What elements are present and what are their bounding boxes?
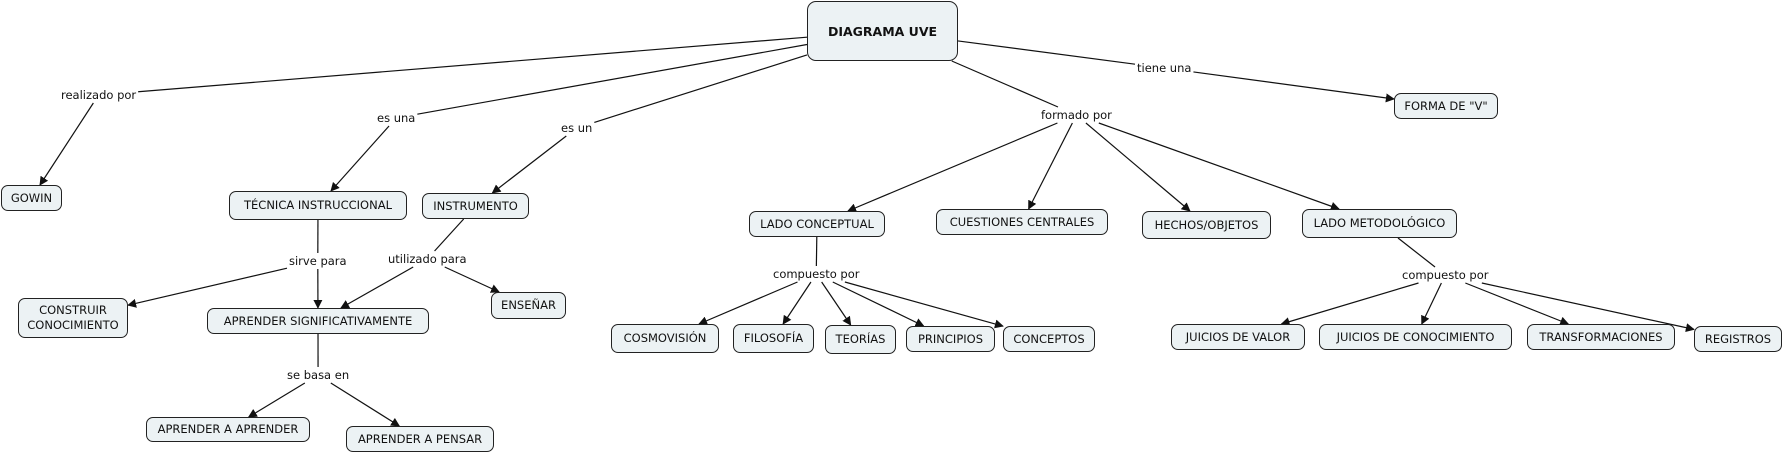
concept-forma-de-v[interactable]: FORMA DE "V" — [1394, 93, 1498, 119]
concept-principios[interactable]: PRINCIPIOS — [906, 326, 995, 352]
link-realizado-por[interactable]: realizado por — [60, 88, 138, 102]
concept-gowin[interactable]: GOWIN — [1, 185, 62, 211]
concept-lado-conceptual[interactable]: LADO CONCEPTUAL — [749, 211, 885, 237]
concept-instrumento[interactable]: INSTRUMENTO — [422, 193, 529, 219]
connector-compuesto_por_2-juicios_conocimiento — [1421, 282, 1442, 325]
link-utilizado-para[interactable]: utilizado para — [387, 252, 468, 266]
concept-juicios-de-conocimiento[interactable]: JUICIOS DE CONOCIMIENTO — [1319, 324, 1512, 350]
connector-sirve_para-construir — [127, 267, 288, 308]
link-compuesto-por-conceptual[interactable]: compuesto por — [772, 267, 861, 281]
link-se-basa-en[interactable]: se basa en — [286, 368, 351, 382]
connector-compuesto_por_1-filosofia — [782, 281, 812, 325]
connector-es_un-instrumento — [491, 135, 567, 194]
concept-tecnica-instruccional[interactable]: TÉCNICA INSTRUCCIONAL — [229, 191, 407, 220]
connector-tiene_una-forma_v — [1193, 71, 1395, 103]
link-es-un[interactable]: es un — [560, 121, 594, 135]
connector-utilizado_para-aprender_sig — [340, 266, 414, 309]
concept-registros[interactable]: REGISTROS — [1694, 326, 1782, 352]
concept-construir-conocimiento[interactable]: CONSTRUIR CONOCIMIENTO — [18, 298, 128, 338]
concept-transformaciones[interactable]: TRANSFORMACIONES — [1527, 324, 1675, 350]
connector-root-formado_por — [951, 60, 1059, 108]
concept-teorias[interactable]: TEORÍAS — [825, 325, 896, 354]
connector-root-es_un — [594, 54, 808, 123]
concept-aprender-a-pensar[interactable]: APRENDER A PENSAR — [346, 426, 494, 452]
connector-compuesto_por_1-cosmovision — [698, 281, 798, 325]
connector-instrumento-utilizado_para — [434, 218, 465, 252]
connector-compuesto_por_2-juicios_valor — [1280, 282, 1419, 326]
connector-formado_por-hechos — [1085, 122, 1191, 212]
connector-compuesto_por_2-registros — [1481, 282, 1695, 333]
concept-aprender-a-aprender[interactable]: APRENDER A APRENDER — [146, 417, 310, 442]
connector-realizado_por-gowin — [39, 102, 94, 186]
concept-filosofia[interactable]: FILOSOFÍA — [733, 324, 814, 353]
connector-formado_por-cuestiones — [1028, 122, 1073, 210]
connector-root-realizado_por — [138, 36, 808, 93]
link-tiene-una[interactable]: tiene una — [1136, 61, 1193, 75]
link-compuesto-por-metodologico[interactable]: compuesto por — [1401, 268, 1490, 282]
connector-utilizado_para-ensenar — [444, 266, 500, 293]
concept-diagrama-uve[interactable]: DIAGRAMA UVE — [807, 1, 958, 61]
connector-root-tiene_una — [957, 40, 1136, 65]
concept-aprender-significativamente[interactable]: APRENDER SIGNIFICATIVAMENTE — [207, 308, 429, 334]
connector-compuesto_por_1-conceptos — [844, 281, 1004, 329]
link-es-una[interactable]: es una — [376, 111, 417, 125]
connector-compuesto_por_2-transformaciones — [1465, 282, 1570, 326]
concept-hechos-objetos[interactable]: HECHOS/OBJETOS — [1142, 211, 1271, 239]
concept-ensenar[interactable]: ENSEÑAR — [491, 292, 566, 319]
connector-root-es_una — [417, 43, 808, 115]
link-sirve-para[interactable]: sirve para — [288, 254, 348, 268]
connector-lado_metodologico-compuesto_por_2 — [1397, 237, 1436, 268]
connector-compuesto_por_1-principios — [832, 281, 925, 327]
concept-juicios-de-valor[interactable]: JUICIOS DE VALOR — [1171, 324, 1305, 350]
concept-cosmovision[interactable]: COSMOVISIÓN — [611, 324, 719, 353]
connector-se_basa_en-aprender_pensar — [330, 382, 401, 427]
connector-formado_por-lado_metodologico — [1098, 122, 1340, 211]
link-formado-por[interactable]: formado por — [1040, 108, 1113, 122]
concept-lado-metodologico[interactable]: LADO METODOLÓGICO — [1302, 209, 1457, 238]
connector-compuesto_por_1-teorias — [821, 281, 852, 326]
connector-se_basa_en-aprender_aprender — [247, 382, 306, 418]
connector-es_una-tecnica — [330, 125, 390, 192]
connector-formado_por-lado_conceptual — [847, 122, 1058, 213]
concept-conceptos[interactable]: CONCEPTOS — [1003, 326, 1095, 352]
concept-cuestiones-centrales[interactable]: CUESTIONES CENTRALES — [936, 209, 1108, 235]
